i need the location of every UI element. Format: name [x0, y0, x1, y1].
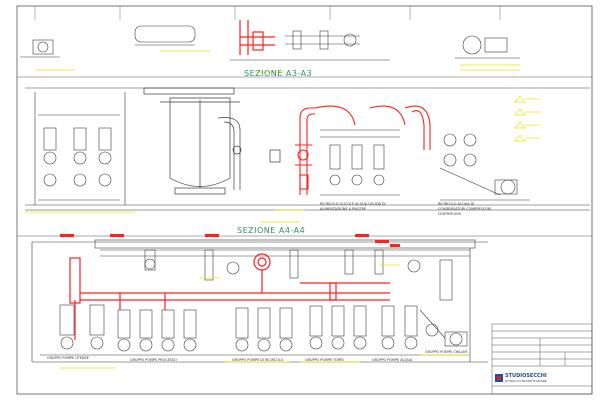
recirc-label-2c: CENTRIFUGHI: [438, 212, 462, 216]
company-name: STUDIOSECCHI: [505, 373, 547, 379]
grid-markers: [34, 6, 501, 20]
pump-group-label-3: GRUPPO POMPE DI RICIRCOLO: [232, 358, 284, 362]
recirc-label-1: RICIRCOLO GLICOLE ACQUA GELIDA DI: [320, 202, 386, 206]
pump-group-a3-right: [439, 133, 530, 201]
yellow-lines-a4: [60, 264, 470, 369]
red-piping-a4: [69, 253, 390, 340]
pump-icon: [40, 304, 470, 356]
recirc-label-2: RICIRCOLO ACQUA DI: [438, 202, 475, 206]
company-subtitle: STUDIO DI PROGETTAZIONE: [505, 379, 547, 383]
top-strip-yellow: [35, 50, 520, 73]
logo-icon: [495, 374, 503, 382]
title-block: [491, 323, 593, 395]
elevation-marker-icon: [514, 95, 540, 142]
recirc-label-2b: CONDENSATORI COMPRESSORI: [438, 207, 492, 211]
section-a3-title: SEZIONE A3-A3: [244, 69, 313, 78]
yellow-lines-a3: [25, 209, 305, 223]
pump-group-label-6: GRUPPO POMPE CHILLER: [425, 350, 468, 354]
recirc-label-1b: ALIMENTAZIONE A PIASTRE: [320, 207, 367, 211]
valve-icon: [60, 234, 400, 247]
pump-group-label-5: GRUPPO POMPE ACQUA: [372, 358, 413, 362]
section-a4-title: SEZIONE A4-A4: [237, 226, 306, 235]
supports-a4: [100, 248, 471, 362]
section-a3-lines: [25, 87, 590, 211]
top-strip: [20, 20, 520, 61]
pump-group-label-4: GRUPPO POMPE TORRI: [305, 358, 344, 362]
pump-group-label-1: GRUPPO POMPE UTENZE: [47, 356, 89, 360]
pump-group-a3-left: [38, 114, 120, 201]
red-piping-a3: [295, 105, 431, 195]
pump-group-label-2: GRUPPO POMPE PROCESSO: [130, 358, 177, 362]
sheet-frame: [16, 5, 593, 395]
tank-icon: [143, 87, 281, 195]
pump-group-a3-mid: [320, 129, 400, 196]
